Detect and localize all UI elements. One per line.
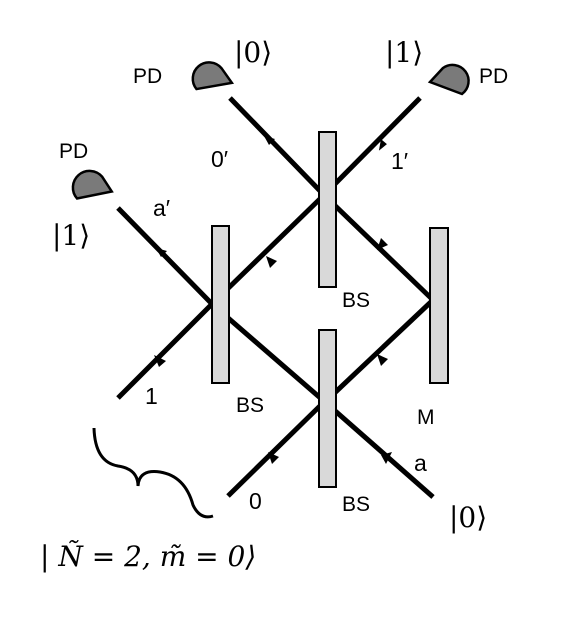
- photodetector-left: [71, 169, 114, 200]
- photodetector-top-right: [427, 63, 470, 96]
- pd-label-top-right: PD: [479, 65, 508, 88]
- label-port-a: a: [414, 450, 427, 476]
- arrow-0-prime: [264, 136, 275, 145]
- ket-left-output: |1⟩: [52, 219, 90, 252]
- label-bs-left: BS: [236, 394, 264, 417]
- arrow-bs2-mirror: [377, 354, 388, 366]
- label-bs-top: BS: [342, 289, 370, 312]
- beam-input-1: [116, 302, 214, 400]
- beam-bs2-to-mirror: [323, 298, 435, 404]
- arrow-a-prime: [156, 248, 167, 257]
- label-port-1: 1: [145, 383, 158, 409]
- label-port-0: 0: [249, 488, 262, 514]
- label-1-prime: 1′: [391, 148, 408, 174]
- arrow-mirror-return: [377, 238, 388, 250]
- beam-output-a-prime: [116, 206, 214, 306]
- beam-input-0: [226, 400, 326, 498]
- label-0-prime: 0′: [211, 146, 228, 172]
- arrow-bs1-upper: [266, 256, 277, 268]
- pd-label-top-left: PD: [133, 65, 162, 88]
- beam-output-1-prime: [322, 96, 422, 197]
- label-a-prime: a′: [153, 195, 170, 221]
- photodetector-top-left: [191, 61, 235, 91]
- beam-bs1-to-bs3: [210, 302, 327, 404]
- pd-label-left: PD: [59, 140, 88, 163]
- ket-top-left-output: |0⟩: [234, 36, 272, 69]
- beam-splitter-left: [211, 225, 230, 384]
- arrow-input-a: [381, 452, 392, 464]
- ket-input-a: |0⟩: [449, 501, 487, 534]
- arrow-1-prime: [378, 139, 387, 151]
- beam-arrows: [154, 136, 392, 464]
- beam-splitter-bottom: [318, 329, 337, 488]
- input-state-label: | Ñ = 2, m̃ = 0⟩: [40, 540, 256, 573]
- beam-input-a: [323, 400, 435, 499]
- beam-splitter-top: [318, 131, 337, 288]
- ket-top-right-output: |1⟩: [385, 36, 423, 69]
- beam-output-0-prime: [228, 96, 326, 197]
- beam-paths: [116, 96, 435, 499]
- arrow-input-1: [154, 355, 166, 367]
- mirror: [429, 227, 449, 384]
- beam-bs1-to-bs3-upper: [210, 193, 326, 306]
- arrow-input-0: [268, 452, 279, 464]
- label-bs-bottom: BS: [342, 493, 370, 516]
- input-brace: [92, 427, 214, 519]
- label-mirror: M: [417, 406, 435, 429]
